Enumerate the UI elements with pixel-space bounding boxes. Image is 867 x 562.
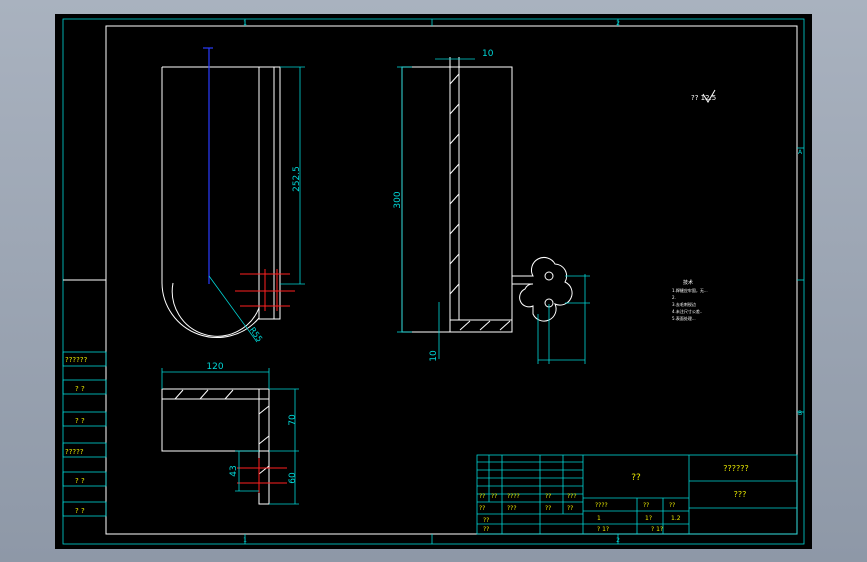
dim-70: 70 [288, 414, 298, 426]
tb-m1-0: ???? [595, 502, 608, 509]
tech-line-4: 4.未注尺寸公差.. [672, 308, 702, 314]
surface-finish: ?? 12.5 [691, 94, 716, 102]
tb-r1-1: ?? [491, 493, 497, 500]
zone-top-1: 1 [243, 20, 247, 27]
tb-m3-1: ? 1? [651, 526, 663, 533]
left-label-1: ?????? [65, 356, 88, 364]
inner-frame [105, 25, 798, 535]
dim-252-5: 252.5 [292, 166, 302, 192]
title-block: ?? ?????? ??? ?? ?? ???? ?? ??? ?? ??? ?… [476, 454, 798, 535]
tb-r2-2: ?? [545, 505, 551, 512]
tech-line-5: 5.表面处理... [672, 315, 696, 321]
zone-right-a: A [798, 149, 803, 156]
dim-60: 60 [288, 472, 298, 484]
tb-r3-0: ?? [483, 517, 489, 524]
drawing-sheet: 1 2 1 2 A B ?????? ? ? ? ? ????? ? ? ? ?… [55, 14, 812, 549]
dim-top-10: 10 [482, 49, 494, 59]
tb-r2-3: ?? [567, 505, 573, 512]
left-label-2: ? ? [75, 385, 85, 393]
title-block-drawing-no: ??? [734, 490, 747, 499]
view-top: 120 70 60 43 [161, 362, 299, 505]
dim-bottom-10: 10 [429, 350, 439, 362]
left-label-4: ????? [65, 448, 84, 456]
left-column-boxes: ?????? ? ? ? ? ????? ? ? ? ? [62, 351, 107, 517]
left-label-3: ? ? [75, 417, 85, 425]
cad-drawing: 1 2 1 2 A B ?????? ? ? ? ? ????? ? ? ? ?… [62, 18, 805, 545]
zone-bottom-2: 2 [616, 537, 620, 544]
left-label-6: ? ? [75, 507, 85, 515]
tb-m2-1: 1? [645, 515, 652, 522]
tech-line-3: 3.去毛刺锐边 [672, 301, 696, 307]
outer-frame [62, 18, 805, 545]
zone-top-2: 2 [616, 20, 620, 27]
zone-bottom-1: 1 [243, 537, 247, 544]
tb-r1-4: ??? [567, 493, 577, 500]
title-block-company: ?????? [723, 464, 748, 473]
tb-m1-2: ?? [669, 502, 675, 509]
tb-m2-0: 1 [597, 515, 601, 522]
tb-r2-0: ?? [479, 505, 485, 512]
tb-r3-1: ?? [483, 526, 489, 533]
tb-m3-0: ? 1? [597, 526, 609, 533]
tb-r2-1: ??? [507, 505, 517, 512]
tb-r1-0: ?? [479, 493, 485, 500]
zone-right-b: B [798, 410, 802, 417]
tech-title: 技术 [683, 279, 693, 286]
view-side: 10 300 10 [393, 49, 590, 364]
tech-line-1: 1.焊缝应牢固，无... [672, 287, 708, 293]
radius-label: R55 [248, 325, 265, 343]
view-front: R55 252.5 [161, 47, 305, 343]
dim-120: 120 [206, 362, 223, 372]
tb-r1-3: ?? [545, 493, 551, 500]
dim-43: 43 [229, 465, 239, 476]
tech-requirements: 技术 1.焊缝应牢固，无... 2. 3.去毛刺锐边 4.未注尺寸公差.. 5.… [672, 279, 708, 321]
tech-line-2: 2. [672, 295, 676, 300]
tb-m1-1: ?? [643, 502, 649, 509]
title-block-name: ?? [631, 473, 641, 483]
tb-r1-2: ???? [507, 493, 520, 500]
tb-m2-2: 1.2 [671, 515, 681, 522]
dim-300: 300 [393, 191, 403, 208]
left-label-5: ? ? [75, 477, 85, 485]
